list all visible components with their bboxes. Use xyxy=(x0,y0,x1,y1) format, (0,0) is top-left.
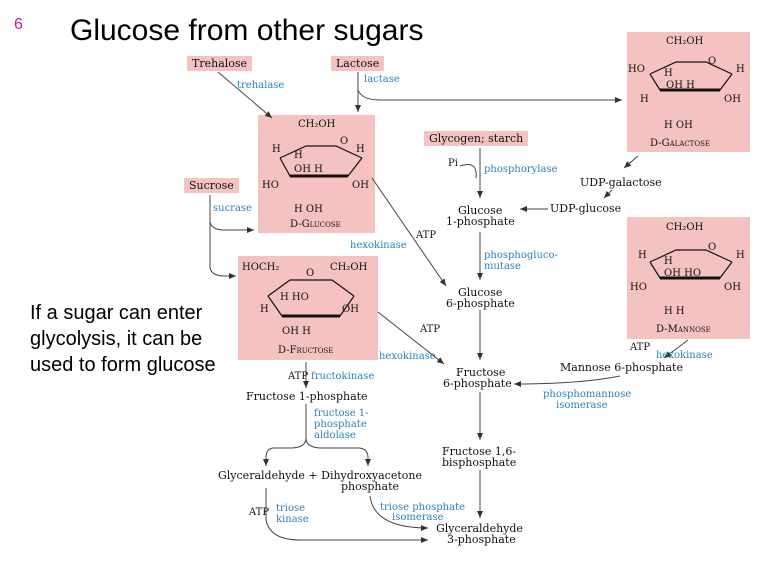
glyceraldehyde-dhap: phosphate xyxy=(341,480,400,493)
atom-label: O xyxy=(340,136,349,147)
atom-label: H xyxy=(664,256,673,267)
atom-label: HO xyxy=(628,64,645,75)
atom-label: OH xyxy=(724,282,741,293)
glucose-name: D-Glucose xyxy=(290,219,341,230)
hexokinase-enzyme: hexokinase xyxy=(379,351,436,362)
fructose-bisphosphate: bisphosphate xyxy=(442,456,517,469)
fructokinase-enzyme: fructokinase xyxy=(311,371,375,382)
atp-label: ATP xyxy=(416,230,437,241)
fructose-name: D-Fructose xyxy=(278,345,334,356)
atom-label: H xyxy=(294,150,303,161)
lactase-enzyme: lactase xyxy=(364,74,400,85)
atom-label: H xyxy=(640,94,649,105)
tpi-enzyme: isomerase xyxy=(392,512,444,523)
udp-galactose: UDP-galactose xyxy=(580,176,662,189)
atom-label: OH H xyxy=(282,326,311,337)
glyceraldehyde-3-phosphate: Glyceraldehyde xyxy=(436,522,523,535)
pmi-enzyme: isomerase xyxy=(556,400,608,411)
atom-label: H HO xyxy=(280,292,309,303)
phosphoglucomutase-enzyme: phosphogluco- xyxy=(484,250,558,261)
sucrase-enzyme: sucrase xyxy=(213,203,252,214)
atom-label: OH H xyxy=(666,80,695,91)
pmi-enzyme: phosphomannose xyxy=(543,389,632,400)
slide-note: If a sugar can enter glycolysis, it can … xyxy=(30,302,216,376)
atom-label: O xyxy=(708,56,717,67)
tpi-enzyme: triose phosphate xyxy=(380,502,465,513)
atp-label: ATP xyxy=(630,342,651,353)
slide-number: 6 xyxy=(14,16,23,33)
atom-label: OH xyxy=(724,94,741,105)
atom-label: CH₂OH xyxy=(666,222,704,233)
atom-label: O xyxy=(306,268,315,279)
atom-label: H xyxy=(272,144,281,155)
atom-label: OH HO xyxy=(664,268,702,279)
atp-label: ATP xyxy=(249,507,270,518)
aldolase-enzyme: aldolase xyxy=(314,430,356,441)
atom-label: OH H xyxy=(294,164,323,175)
atom-label: CH₂OH xyxy=(298,119,336,130)
triose-kinase-enzyme: kinase xyxy=(276,514,309,525)
atom-label: HOCH₂ xyxy=(242,262,280,273)
atom-label: H xyxy=(356,144,365,155)
lactose-label: Lactose xyxy=(331,56,385,71)
galactose-name: D-Galactose xyxy=(650,138,710,149)
fructose-bisphosphate: Fructose 1,6- xyxy=(442,445,517,458)
atom-label: CH₂OH xyxy=(330,262,368,273)
glyceraldehyde-3-phosphate: 3-phosphate xyxy=(447,533,516,546)
udp-glucose: UDP-glucose xyxy=(550,202,622,215)
atom-label: HO xyxy=(262,180,279,191)
slide-title: Glucose from other sugars xyxy=(70,14,424,47)
glucose-6-phosphate: 6-phosphate xyxy=(446,297,515,310)
atom-label: H xyxy=(664,68,673,79)
atp-label: ATP xyxy=(288,371,309,382)
trehalase-enzyme: trehalase xyxy=(237,80,285,91)
atom-label: OH xyxy=(352,180,369,191)
atom-label: OH xyxy=(342,304,359,315)
galactose-box xyxy=(627,32,750,152)
hexokinase-enzyme: hexokinase xyxy=(656,350,713,361)
trehalose-label: Trehalose xyxy=(187,56,253,71)
fructose-box xyxy=(238,256,378,360)
atom-label: H xyxy=(736,250,745,261)
atom-label: H OH xyxy=(294,204,323,215)
fructose-6-phosphate: Fructose xyxy=(456,366,506,379)
pi-label: Pi xyxy=(448,158,458,169)
glycogen-label: Glycogen; starch xyxy=(424,131,529,146)
phosphoglucomutase-enzyme: mutase xyxy=(484,261,521,272)
atp-label: ATP xyxy=(420,324,441,335)
atom-label: H xyxy=(260,304,269,315)
glyceraldehyde-dhap: Glyceraldehyde + Dihydroxyacetone xyxy=(218,469,422,482)
atom-label: H OH xyxy=(664,120,693,131)
fructose-1-phosphate: Fructose 1-phosphate xyxy=(246,390,368,403)
atom-label: H H xyxy=(664,306,685,317)
mannose-6-phosphate: Mannose 6-phosphate xyxy=(560,361,683,374)
hexokinase-enzyme: hexokinase xyxy=(350,240,407,251)
glucose-1-phosphate: 1-phosphate xyxy=(446,215,515,228)
aldolase-enzyme: fructose 1- xyxy=(314,408,369,419)
atom-label: O xyxy=(708,242,717,253)
atom-label: HO xyxy=(630,282,647,293)
aldolase-enzyme: phosphate xyxy=(314,419,367,430)
atom-label: H xyxy=(638,250,647,261)
fructose-6-phosphate: 6-phosphate xyxy=(443,377,512,390)
mannose-name: D-Mannose xyxy=(656,324,711,335)
glucose-6-phosphate: Glucose xyxy=(458,286,503,299)
sucrose-label: Sucrose xyxy=(184,178,239,193)
atom-label: H xyxy=(736,64,745,75)
triose-kinase-enzyme: triose xyxy=(276,503,306,514)
phosphorylase-enzyme: phosphorylase xyxy=(484,164,558,175)
glucose-1-phosphate: Glucose xyxy=(458,204,503,217)
glucose-box xyxy=(258,115,375,233)
atom-label: CH₂OH xyxy=(666,36,704,47)
